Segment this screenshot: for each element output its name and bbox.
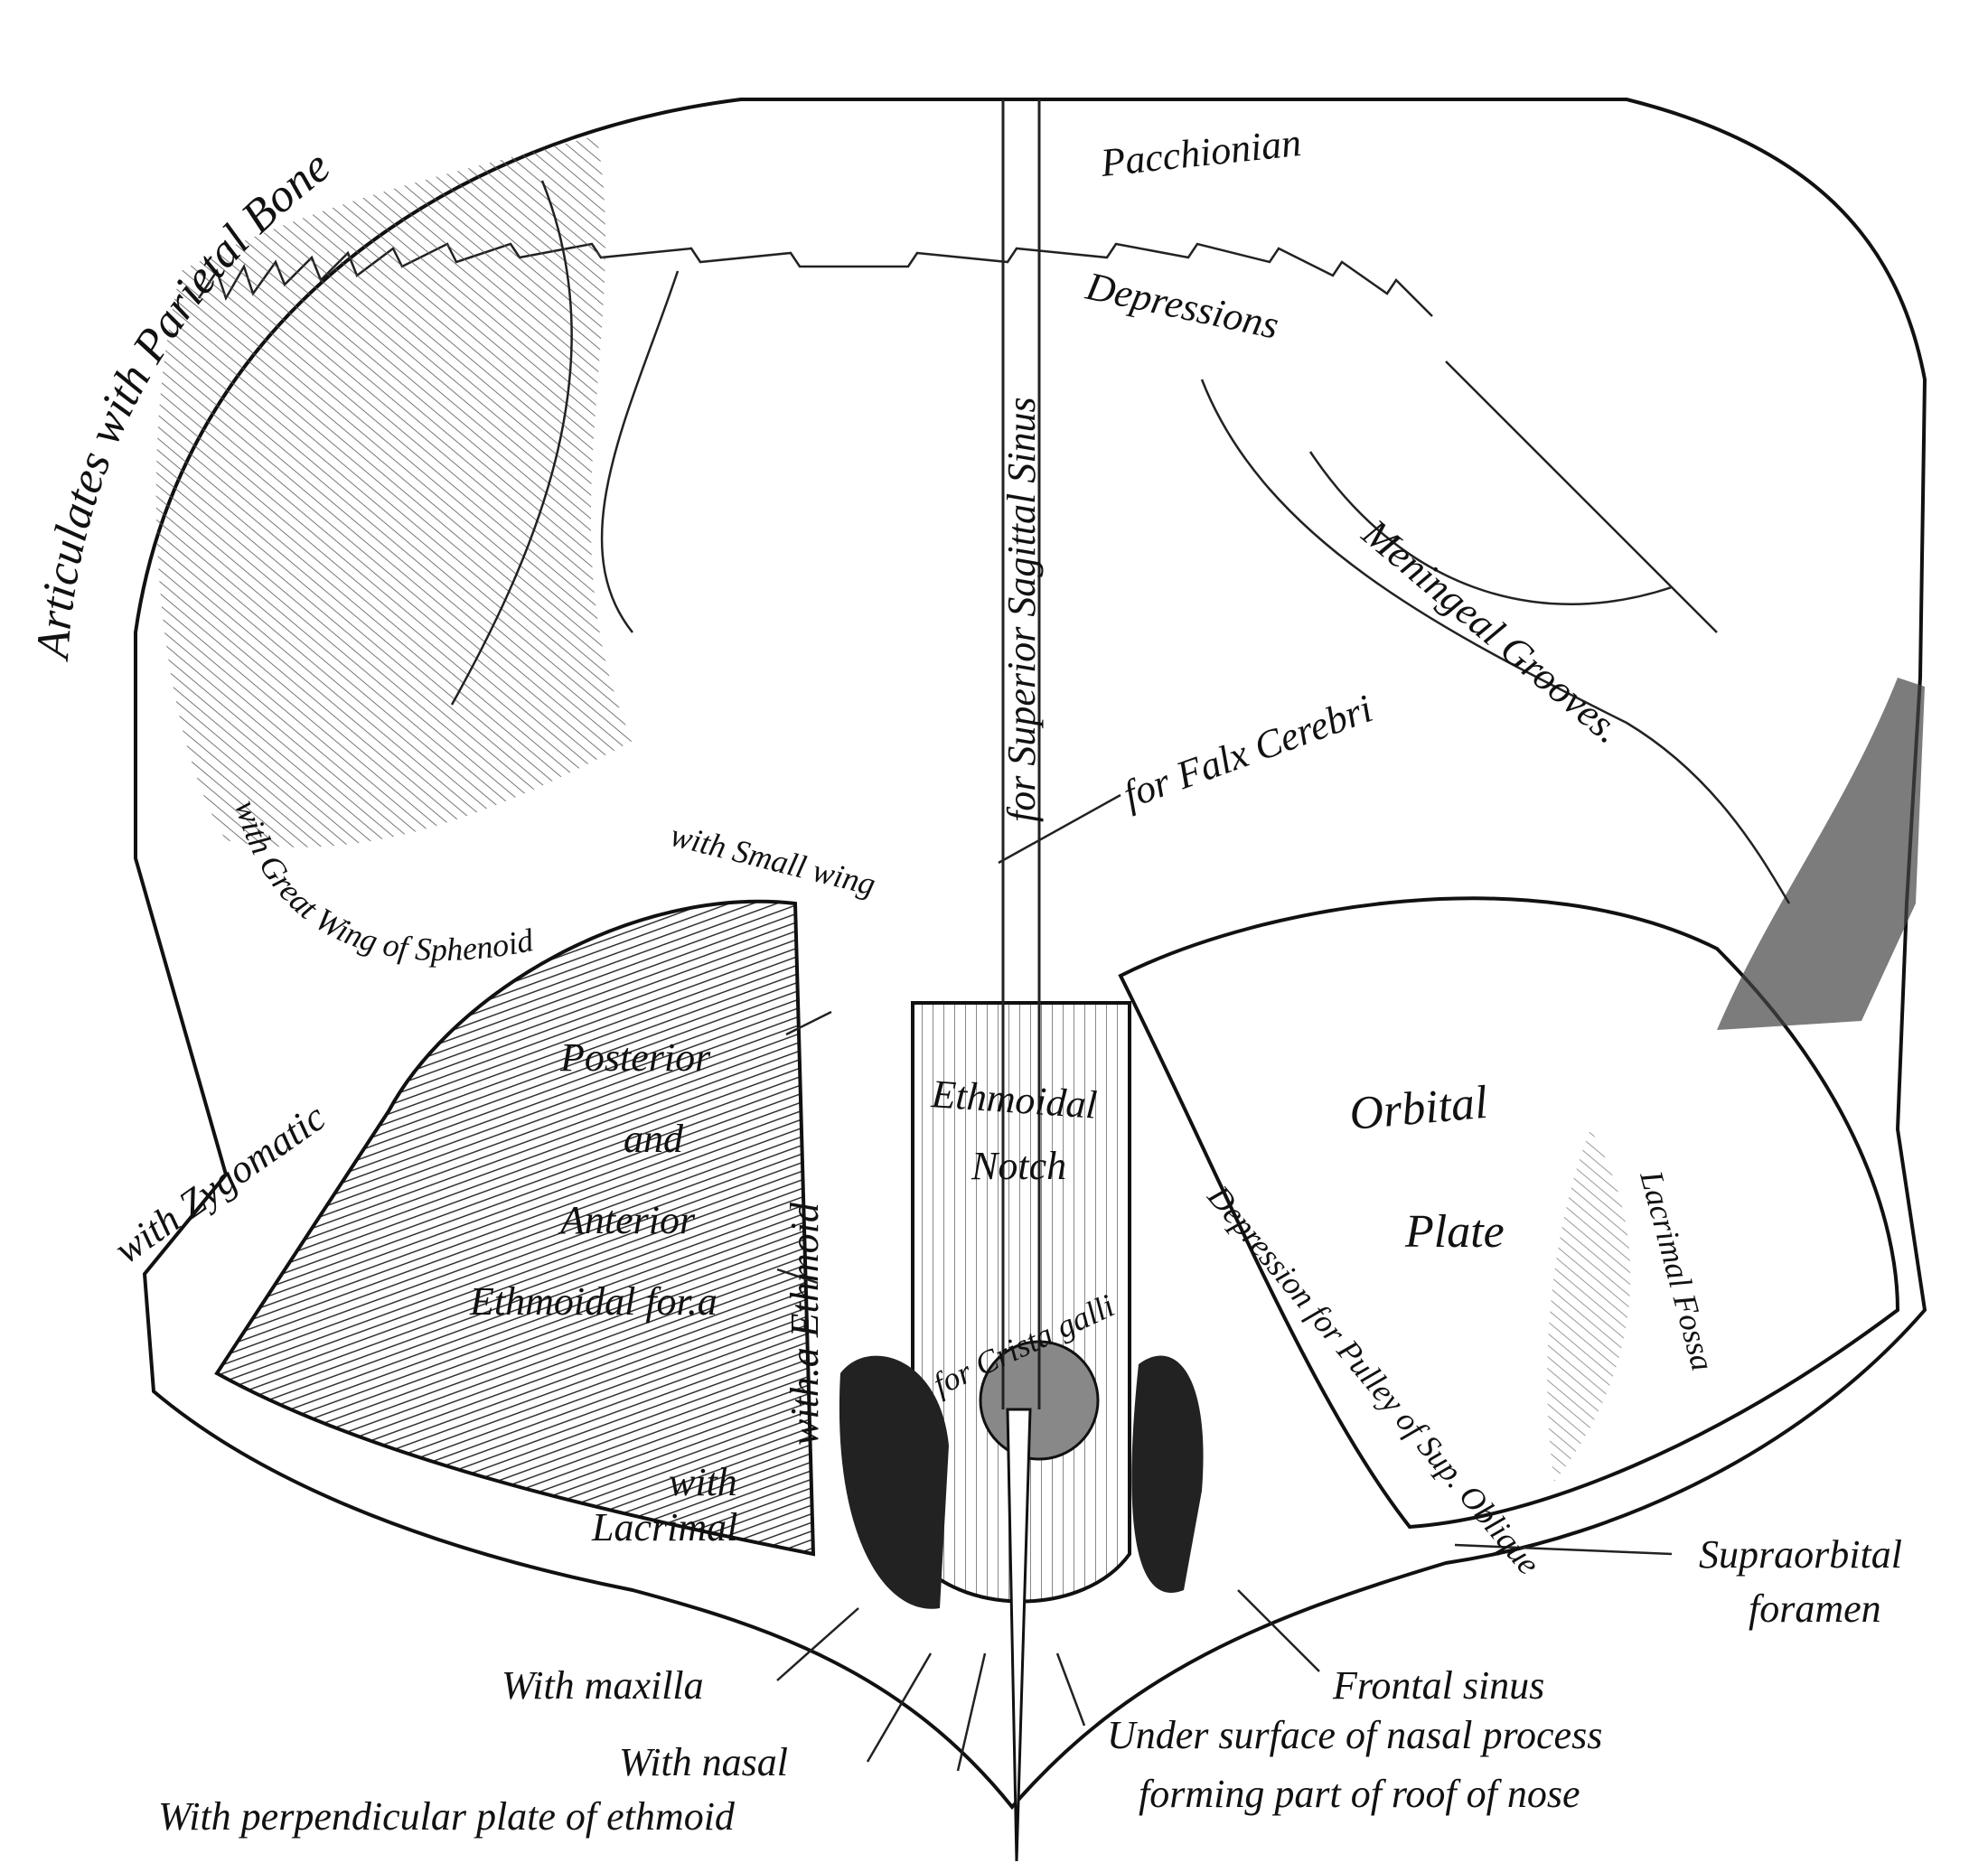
label-ethmoidal-foramina: Ethmoidal for.a bbox=[469, 1279, 717, 1324]
label-posterior: Posterior bbox=[559, 1035, 711, 1080]
label-perpendicular-plate: With perpendicular plate of ethmoid bbox=[158, 1794, 736, 1839]
left-frontal-sinus bbox=[839, 1355, 949, 1609]
label-with-nasal: With nasal bbox=[619, 1740, 788, 1784]
label-plate: Plate bbox=[1404, 1206, 1505, 1258]
right-frontal-sinus bbox=[1131, 1355, 1204, 1593]
label-with: with bbox=[669, 1460, 737, 1504]
label-falx-cerebri: for Falx Cerebri bbox=[1118, 686, 1379, 817]
label-supraorbital-foramen: foramen bbox=[1749, 1587, 1881, 1631]
label-frontal-sinus: Frontal sinus bbox=[1332, 1663, 1544, 1708]
nasal-spine bbox=[1006, 1408, 1032, 1862]
label-supraorbital: Supraorbital bbox=[1699, 1532, 1902, 1577]
label-depressions: Depressions bbox=[1082, 264, 1282, 348]
right-orbital-plate bbox=[1118, 896, 1900, 1530]
label-orbital: Orbital bbox=[1347, 1077, 1490, 1140]
right-zygomatic-process bbox=[1717, 678, 1925, 1030]
label-notch: Notch bbox=[971, 1144, 1066, 1188]
pointer-lines bbox=[776, 793, 1673, 1772]
label-and: and bbox=[624, 1117, 684, 1161]
label-with-maxilla: With maxilla bbox=[502, 1663, 704, 1708]
label-lacrimal: Lacrimal bbox=[591, 1505, 737, 1549]
label-pacchionian: Pacchionian bbox=[1098, 120, 1303, 185]
label-under-surface: Under surface of nasal process bbox=[1107, 1713, 1602, 1757]
left-squama-shading bbox=[155, 136, 633, 847]
lacrimal-fossa-shading bbox=[1547, 1129, 1631, 1482]
label-sagittal-sinus: for Superior Sagittal Sinus bbox=[999, 397, 1044, 822]
bone-outline bbox=[134, 98, 1927, 1811]
label-roof-of-nose: forming part of roof of nose bbox=[1139, 1772, 1580, 1816]
label-meningeal-grooves: Meningeal Grooves. bbox=[1354, 510, 1630, 752]
label-with-ethmoid: with.a Ethmoid bbox=[783, 1202, 827, 1446]
label-small-wing: with Small wing bbox=[667, 817, 879, 903]
label-anterior: Anterior bbox=[558, 1198, 696, 1242]
meningeal-groove-lines bbox=[450, 180, 1791, 904]
left-orbital-plate bbox=[214, 899, 816, 1557]
